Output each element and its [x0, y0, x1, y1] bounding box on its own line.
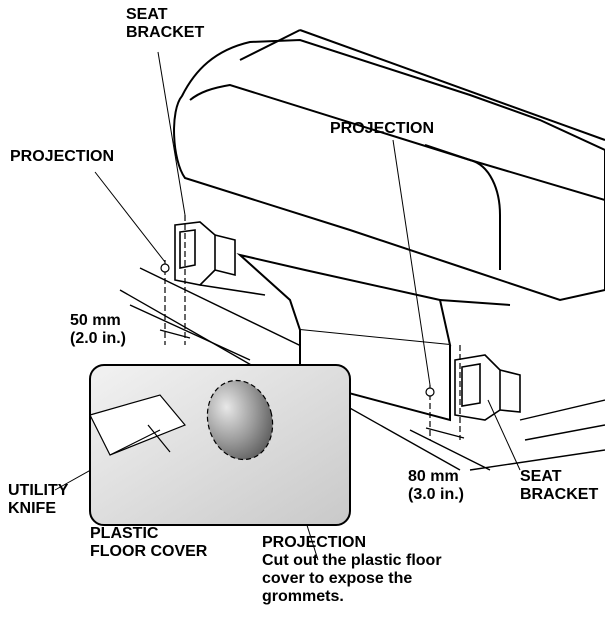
rear-seat-cushion: [173, 29, 605, 302]
projection-cutout-icon: [206, 379, 274, 461]
right-seat-bracket: [454, 354, 521, 421]
projection-label-right: PROJECTION: [330, 120, 435, 137]
projection-marker-left: [160, 263, 170, 273]
projection-note-label: PROJECTION Cut out the plastic floor cov…: [262, 534, 442, 605]
utility-knife-label: UTILITY KNIFE: [8, 482, 69, 517]
projection-markers: [160, 263, 435, 397]
dimension-label-80mm: 80 mm (3.0 in.): [408, 468, 465, 503]
center-block: [236, 253, 511, 422]
projection-marker-right: [425, 387, 435, 397]
plastic-floor-cover-label: PLASTIC FLOOR COVER: [90, 525, 208, 560]
dimension-label-50mm: 50 mm (2.0 in.): [70, 312, 127, 347]
utility-knife-icon: [89, 394, 186, 456]
seat-bracket-label-top: SEAT BRACKET: [126, 6, 205, 41]
inset-panel: [89, 364, 351, 526]
seat-bracket-label-bottom: SEAT BRACKET: [520, 468, 599, 503]
projection-label-left: PROJECTION: [10, 148, 115, 165]
